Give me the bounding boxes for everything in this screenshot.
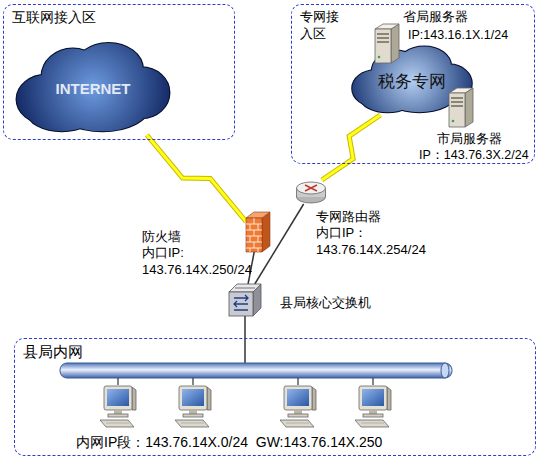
zone-label: 县局内网 (23, 342, 83, 362)
pc-drop-wire (117, 378, 118, 385)
ip-address: IP:143.16.1X.1/24 (408, 27, 508, 43)
network-link (245, 316, 246, 338)
icon-part (258, 248, 259, 252)
icon-part (250, 248, 251, 252)
icon-part (375, 29, 391, 63)
icon-part (375, 24, 399, 29)
icon-part (235, 288, 255, 289)
lightning-link (147, 135, 246, 222)
server-name: 省局服务器 (403, 8, 468, 25)
lightning-edge (322, 115, 381, 180)
icon-part (449, 88, 473, 93)
icon-part (246, 218, 262, 252)
zone-label: 互联网接入区 (12, 8, 96, 26)
lightning-edge (147, 135, 246, 222)
icon-part (229, 292, 253, 316)
device-name: 专网路由器 (316, 208, 381, 225)
switch-node: 县局核心交换机 (229, 284, 261, 316)
icon-part (378, 56, 381, 59)
lan-bus-cap (441, 363, 449, 378)
ip-address: IP：143.76.3X.2/24 (419, 147, 529, 163)
server-icon (447, 87, 473, 127)
router-icon (296, 180, 326, 204)
zone-box: 互联网接入区 INTERNET (3, 4, 235, 140)
zone-box: 专网接 入区税务专网省局服务器IP:143.16.1X.1/24市局服务器IP：… (291, 4, 535, 164)
pc-drop-wire (372, 378, 373, 385)
device-name: 县局核心交换机 (280, 294, 371, 311)
ip-address: 内口IP: 143.76.14X.250/24 (142, 244, 267, 278)
link-line (244, 316, 246, 338)
pc-icon (175, 386, 211, 427)
pc-icon (100, 386, 136, 427)
icon-part (229, 284, 261, 292)
icon-part (305, 185, 317, 191)
lightning-core (147, 135, 246, 222)
cloud-outline (27, 94, 96, 132)
icon-part (377, 37, 389, 39)
icon-part (254, 242, 255, 248)
icon-part (250, 236, 251, 242)
pc-drop-wire (192, 378, 193, 385)
cloud-shape: INTERNET (15, 41, 171, 135)
icon-part (262, 212, 270, 252)
icon-part (250, 224, 251, 230)
icon-part (377, 33, 389, 35)
lightning-link (322, 115, 381, 180)
subnet-note: 内网IP段：143.76.14X.0/24 GW:143.76.14X.250 (76, 433, 382, 451)
cloud-label: INTERNET (15, 79, 171, 99)
pc-icon (280, 386, 316, 427)
server-node: 省局服务器IP:143.16.1X.1/24 (373, 23, 399, 63)
icon-part (452, 120, 455, 123)
icon-part (465, 88, 473, 127)
firewall-icon (246, 212, 270, 252)
icon-part (254, 218, 255, 224)
ip-address: 内口IP： 143.76.14X.254/24 (316, 224, 441, 258)
icon-part (451, 101, 463, 103)
pc-icon (355, 386, 391, 427)
device-name: 防火墙 (142, 228, 181, 245)
lan-bus (60, 363, 452, 378)
server-node: 市局服务器IP：143.76.3X.2/24 (447, 87, 473, 127)
icon-part (449, 93, 465, 127)
pc-drop-wire (297, 378, 298, 385)
icon-part (451, 97, 463, 99)
icon-part (377, 41, 389, 43)
switch-icon (229, 284, 261, 316)
switch-drop-wire (244, 338, 246, 364)
zone-label: 专网接 入区 (300, 8, 345, 42)
router-node: 专网路由器内口IP： 143.76.14X.254/24 (296, 180, 326, 204)
icon-part (451, 105, 463, 107)
zone-box: 县局内网内网IP段：143.76.14X.0/24 GW:143.76.14X.… (14, 338, 536, 456)
server-name: 市局服务器 (437, 130, 502, 147)
icon-part (246, 212, 270, 218)
icon-part (258, 236, 259, 242)
icon-part (258, 224, 259, 230)
icon-part (391, 24, 399, 63)
server-icon (373, 23, 399, 63)
firewall-node: 防火墙内口IP: 143.76.14X.250/24 (246, 212, 270, 252)
icon-part (297, 182, 326, 194)
cloud-fill (27, 94, 96, 132)
lightning-core (322, 115, 381, 180)
icon-part (254, 230, 255, 236)
icon-part (234, 295, 248, 310)
